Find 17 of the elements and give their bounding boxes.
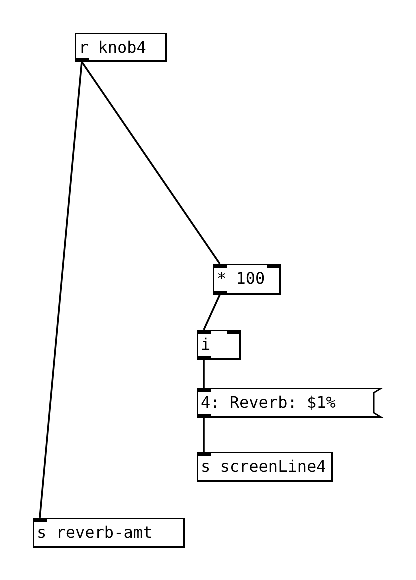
- object-box: [197, 330, 241, 360]
- object-label: r knob4: [79, 38, 146, 58]
- object-box: [213, 264, 281, 295]
- object-label: s screenLine4: [201, 457, 326, 477]
- patch-cord: [203, 418, 205, 452]
- patch-cord: [81, 62, 221, 264]
- object-box: [33, 518, 185, 548]
- message-box: [197, 388, 381, 418]
- patch-cord: [203, 294, 221, 330]
- object-label: 4: Reverb: $1%: [201, 393, 336, 413]
- object-label: s reverb-amt: [37, 523, 153, 543]
- object-label: i: [201, 335, 211, 355]
- patch-cord: [39, 62, 83, 518]
- object-box: [75, 33, 167, 62]
- object-label: * 100: [217, 269, 266, 289]
- object-box: [197, 452, 333, 482]
- patch-cord: [203, 360, 205, 388]
